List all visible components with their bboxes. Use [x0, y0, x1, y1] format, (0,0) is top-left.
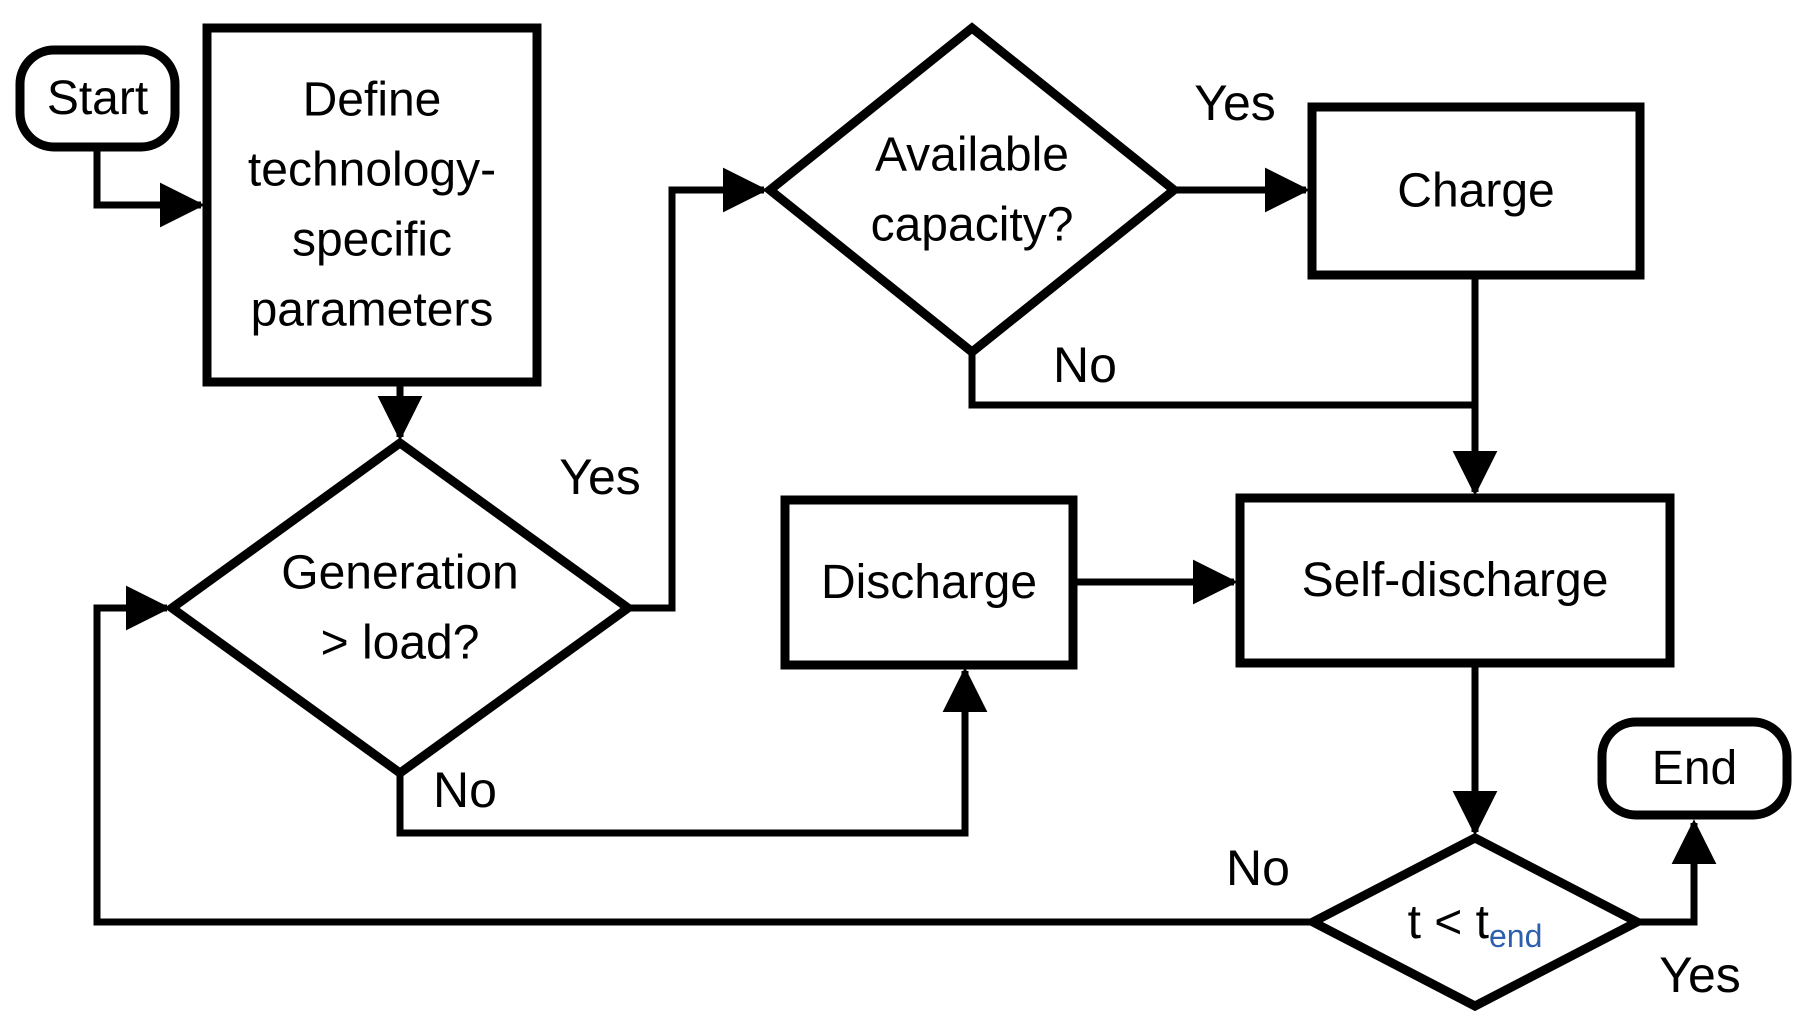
time-check-label: t < tend [1408, 896, 1543, 955]
time-check-label-subscript: end [1489, 918, 1542, 954]
self-discharge-label: Self-discharge [1302, 554, 1609, 607]
self-discharge-process-shape [1235, 493, 1675, 668]
define-parameters-label: parameters [251, 284, 494, 337]
end-terminator-shape [1597, 717, 1792, 820]
charge-process-shape [1307, 102, 1645, 280]
node-discharge: Discharge [780, 495, 1078, 670]
define-parameters-label: technology- [248, 144, 496, 197]
edge-line-generation-no-to-discharge [396, 667, 988, 837]
edge-line-generation-yes-to-available [628, 167, 768, 612]
node-time-check: t < tend [1303, 832, 1647, 1012]
node-generation-gt-load: Generation > load? [164, 437, 636, 779]
edge-generation-no-to-discharge: No [396, 667, 988, 837]
generation-gt-load-label: > load? [321, 617, 480, 670]
edge-label-time-check-no-loop-to-generation: No [1226, 840, 1290, 896]
generation-gt-load-label: Generation [281, 547, 519, 600]
discharge-label: Discharge [821, 556, 1037, 609]
available-capacity-label: capacity? [871, 199, 1074, 252]
charge-label: Charge [1397, 165, 1554, 218]
edge-line-start-to-define [93, 147, 205, 228]
edge-time-check-no-loop-to-generation: No [93, 585, 1313, 926]
edge-label-time-check-yes-to-end: Yes [1659, 947, 1741, 1003]
available-capacity-label: Available [875, 129, 1069, 182]
edge-start-to-define [93, 147, 205, 228]
edge-line-available-no-to-merge [968, 352, 1472, 409]
edge-line-time-check-yes-to-end [1637, 819, 1717, 926]
edge-label-generation-no-to-discharge: No [433, 762, 497, 818]
edge-label-generation-yes-to-available: Yes [559, 449, 641, 505]
node-charge: Charge [1307, 102, 1645, 280]
node-start: Start [15, 45, 180, 152]
edge-label-available-yes-to-charge: Yes [1194, 75, 1276, 131]
edge-label-available-no-to-merge: No [1053, 337, 1117, 393]
end-label: End [1652, 742, 1737, 795]
define-parameters-label: specific [292, 214, 452, 267]
edge-generation-yes-to-available: Yes [559, 167, 768, 612]
node-self-discharge: Self-discharge [1235, 493, 1675, 668]
define-parameters-process-shape [202, 23, 542, 387]
define-parameters-label: Define [303, 74, 442, 127]
node-end: End [1597, 717, 1792, 820]
node-available-capacity: Available capacity? [762, 22, 1182, 358]
start-label: Start [47, 72, 148, 125]
start-terminator-shape [15, 45, 180, 152]
available-capacity-diamond-shape [762, 22, 1182, 358]
edge-time-check-yes-to-end: Yes [1637, 819, 1741, 1003]
discharge-process-shape [780, 495, 1078, 670]
time-check-diamond-shape [1303, 832, 1647, 1012]
node-define-parameters: Define technology-specific parameters [202, 23, 542, 387]
generation-gt-load-diamond-shape [164, 437, 636, 779]
edge-available-yes-to-charge: Yes [1174, 75, 1310, 213]
edge-line-time-check-no-loop-to-generation [93, 585, 1313, 926]
edge-available-no-to-merge: No [968, 337, 1472, 409]
